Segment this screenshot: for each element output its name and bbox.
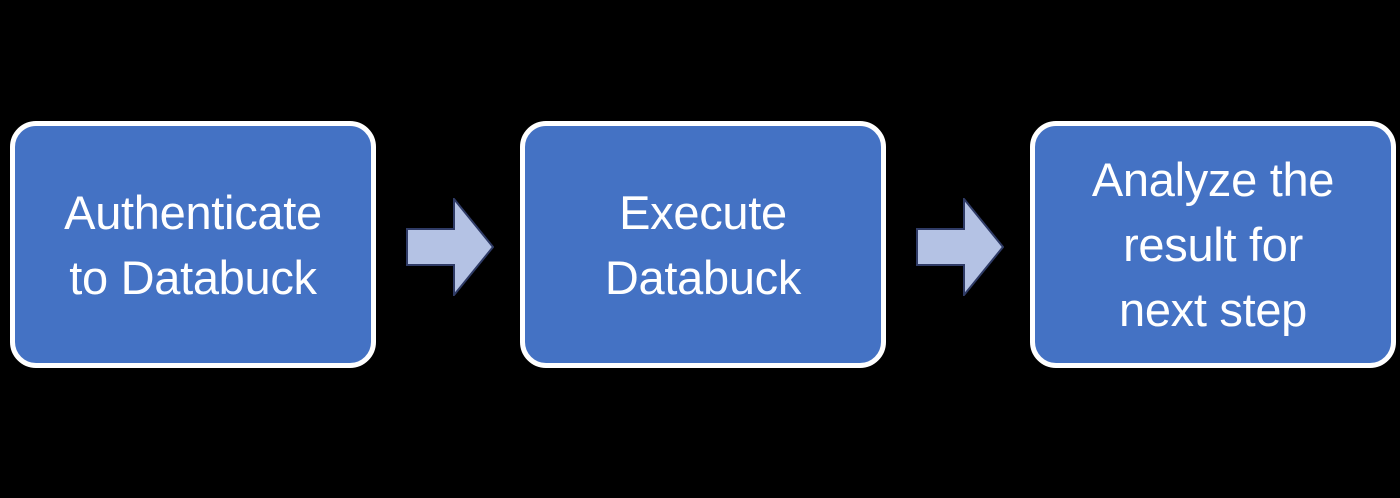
process-step-analyze-line-3: next step [1118,283,1308,336]
arrow-shape [406,198,494,296]
arrow-shape [916,198,1004,296]
process-step-authenticate-line-2: to Databuck [69,250,317,304]
process-step-analyze-line-2: result for [1123,218,1303,271]
process-step-analyze-line-1: Analyze the [1091,153,1335,206]
flow-arrow-right-icon-2 [916,198,1004,296]
process-step-execute-line-1: Execute [619,185,787,239]
flow-arrow-right-icon-1 [406,198,494,296]
process-step-analyze[interactable]: Analyze the result for next step [1030,121,1396,368]
process-step-authenticate-line-1: Authenticate [64,185,322,239]
process-step-authenticate[interactable]: Authenticate to Databuck [10,121,376,368]
process-step-execute-line-2: Databuck [604,250,802,304]
process-step-execute[interactable]: Execute Databuck [520,121,886,368]
